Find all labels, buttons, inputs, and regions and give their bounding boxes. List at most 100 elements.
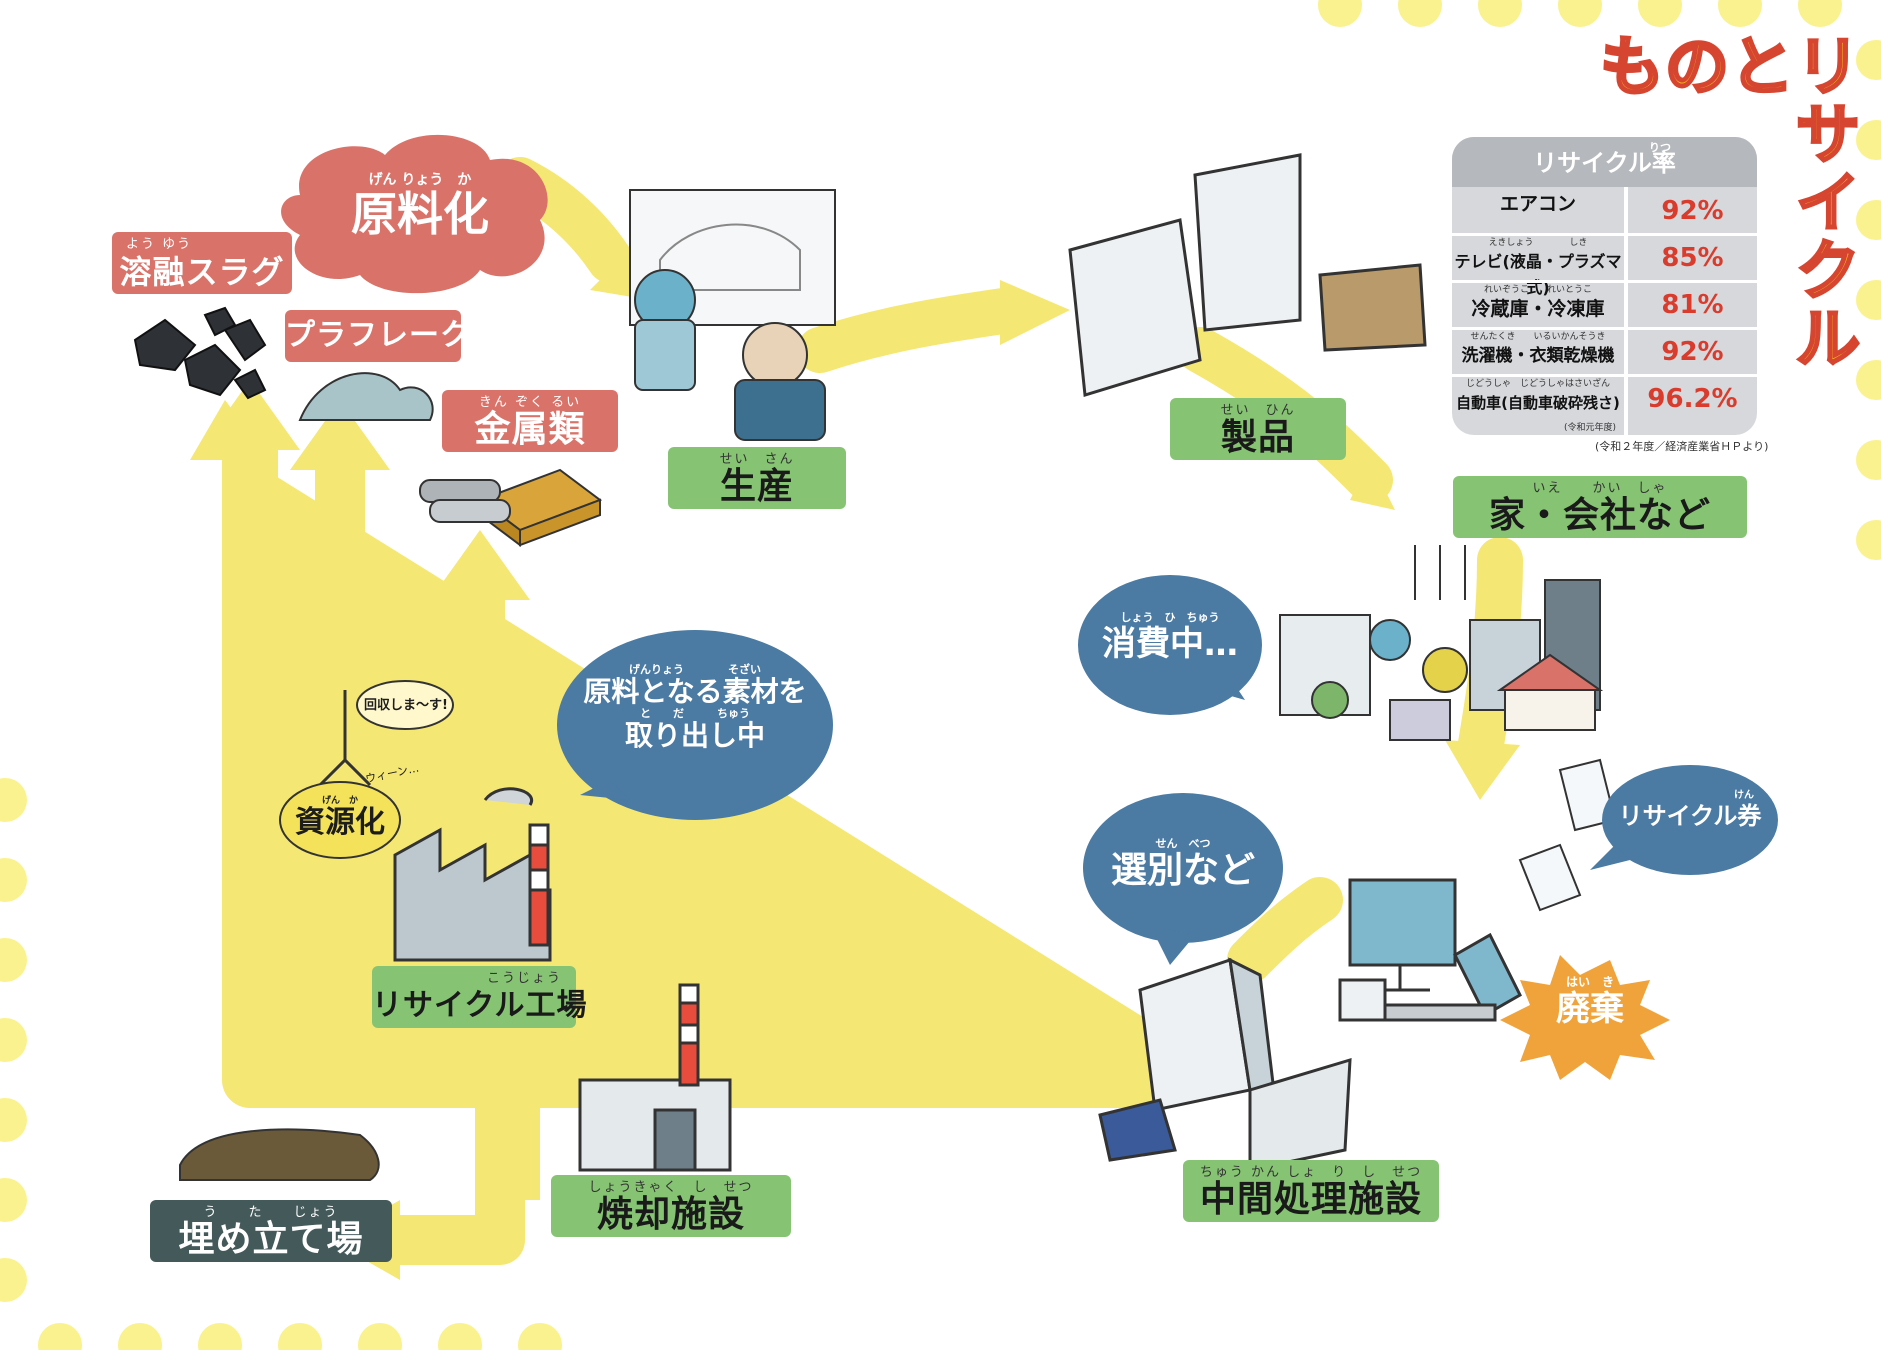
label-text: リサイクル工場 (372, 988, 588, 1023)
bubble-genryou-shape (557, 630, 833, 820)
label-ruby: こうじょう (486, 971, 562, 986)
label-chuukan-shori: ちゅう かん しょ り し せつ 中間処理施設 (1183, 1160, 1439, 1222)
label-haiki: はい き 廃棄 (1535, 975, 1645, 1029)
title-char: の (1664, 31, 1731, 105)
label-ruby: げん りょう か (368, 172, 472, 188)
bubble-text: リサイクル券 (1618, 802, 1762, 830)
crane-claw-illustration (318, 690, 372, 787)
title-char: サ (1795, 99, 1862, 173)
bubble-shigen-shape (279, 781, 401, 859)
decorative-dots-top (1318, 0, 1881, 560)
label-text: 焼却施設 (596, 1194, 745, 1235)
intermediate-facility-illustration (1098, 957, 1352, 1172)
table-row-item: れいぞうこ れいとうこ 冷蔵庫・冷凍庫 (1452, 283, 1624, 327)
table-row-value: 96.2% (1647, 384, 1738, 414)
label-ruby: せい ひん (1220, 403, 1296, 418)
bubble-kaishuu: 回収しま～す! (364, 698, 448, 713)
table-row-value: 92% (1661, 196, 1724, 226)
label-genryouka: げん りょう か 原料化 (330, 172, 510, 240)
bubble-ruby: げん か (321, 796, 358, 806)
recycle-ticket-illustration (1518, 758, 1617, 912)
table-sub-note: (令和元年度) (1564, 423, 1617, 433)
table-row-ruby: じどうしゃ じどうしゃはさいざん (1465, 379, 1610, 389)
bubble-text: 消費中… (1102, 624, 1238, 664)
title-char: と (1729, 31, 1796, 105)
table-source-note: (令和２年度／経済産業省ＨＰより) (1595, 440, 1769, 453)
table-header: りつ リサイクル率 (1452, 137, 1757, 187)
label-ruby: きん ぞく るい (478, 395, 582, 410)
label-youyuu-slag: よう ゆう 溶融スラグ (112, 232, 292, 294)
table-row: えきしょう しき テレビ(液晶・プラズマ式) 85% (1452, 236, 1757, 297)
title-char: も (1599, 31, 1666, 105)
bubble-text: 資源化 (295, 805, 385, 840)
label-text: 埋め立て場 (178, 1219, 364, 1260)
slag-rocks-illustration (133, 306, 267, 400)
table-row-name: 自動車(自動車破砕残さ) (1456, 394, 1620, 412)
table-row-name: エアコン (1499, 193, 1576, 215)
bubble-senbetsu-shape (1083, 793, 1283, 943)
appliances-illustration (1068, 153, 1427, 397)
title-char: ル (1795, 303, 1862, 377)
bubble-senbetsu: せん べつ 選別など (1093, 838, 1273, 892)
table-row: れいぞうこ れいとうこ 冷蔵庫・冷凍庫 81% (1452, 283, 1757, 327)
decorative-dots-bottom (0, 778, 562, 1350)
recycle-rate-table: りつ リサイクル率 エアコン 92% えきしょう しき テレビ(液晶・プラズマ式… (1452, 137, 1757, 435)
label-text: 生産 (719, 466, 794, 507)
bubble-kaishuu-shape (356, 680, 454, 730)
label-ruby: せい さん (719, 452, 795, 467)
bubble-ticket-shape (1602, 765, 1778, 875)
table-row-item: せんたくき いるいかんそうき 洗濯機・衣類乾燥機 (1452, 330, 1624, 374)
table-row-value: 92% (1661, 337, 1724, 367)
metal-ingots-illustration (419, 468, 603, 547)
table-row: せんたくき いるいかんそうき 洗濯機・衣類乾燥機 92% (1452, 330, 1757, 374)
genryouka-cloud-shape (281, 134, 548, 294)
label-kinzoku: きん ぞく るい 金属類 (442, 390, 618, 452)
haiki-burst-shape (1500, 955, 1670, 1080)
table-row-name: 冷蔵庫・冷凍庫 (1471, 298, 1605, 320)
title-char: イ (1795, 167, 1862, 241)
table-row-ruby: れいぞうこ れいとうこ (1483, 285, 1592, 295)
label-ruby: はい き (1565, 975, 1614, 989)
bubble-ruby: と だ ちゅう (640, 707, 750, 720)
label-ruby: いえ かい しゃ (1532, 481, 1668, 496)
landfill-soil-illustration (179, 1128, 380, 1181)
label-shoukyaku: しょうきゃく し せつ 焼却施設 (551, 1175, 791, 1237)
label-seisan: せい さん 生産 (668, 447, 846, 509)
title-char: ク (1795, 235, 1862, 309)
label-ruby: ちゅう かん しょ り し せつ (1199, 1165, 1423, 1180)
table-row-ruby: せんたくき いるいかんそうき (1470, 332, 1606, 342)
label-seihin: せい ひん 製品 (1170, 398, 1346, 460)
label-text: 廃棄 (1556, 989, 1624, 1029)
label-text: 製品 (1220, 417, 1295, 458)
bubble-line: 原料となる素材を (583, 675, 807, 708)
label-plastic-flake: プラフレーク (285, 310, 471, 362)
label-text: 溶融スラグ (119, 253, 285, 291)
label-text: 金属類 (474, 409, 586, 450)
speech-bubbles (557, 575, 1778, 965)
bubble-shouhi-shape (1078, 575, 1262, 715)
title-char: リ (1795, 31, 1862, 105)
incinerator-illustration (578, 983, 732, 1172)
table-header-ruby: りつ (1648, 141, 1671, 154)
bubble-ruby: せん べつ (1155, 837, 1211, 850)
label-ruby: しょうきゃく し せつ (588, 1180, 754, 1195)
bubble-ruby: げんりょう そざい (629, 663, 761, 676)
label-ie-kaisha: いえ かい しゃ 家・会社など (1453, 476, 1747, 538)
label-ruby: う た じょう (203, 1205, 339, 1220)
table-row-ruby: えきしょう しき (1488, 238, 1588, 248)
bubble-recycle-ticket: けん リサイクル券 (1610, 790, 1770, 831)
table-row: エアコン 92% (1452, 189, 1757, 233)
table-row-item: じどうしゃ じどうしゃはさいざん 自動車(自動車破砕残さ) (1452, 377, 1624, 421)
homes-offices-illustration (1279, 545, 1604, 741)
label-recycle-factory: こうじょう リサイクル工場 (372, 966, 588, 1028)
label-text: 家・会社など (1488, 495, 1711, 536)
table-row-item: エアコン (1452, 189, 1624, 233)
label-text: 原料化 (351, 187, 489, 241)
waste-electronics-illustration (1338, 878, 1522, 1022)
label-text: プラフレーク (285, 318, 471, 353)
bubble-ruby: けん (1734, 790, 1754, 801)
production-illustration (629, 189, 836, 441)
bubble-ruby: しょう ひ ちゅう (1120, 611, 1220, 624)
plastic-flake-pile-illustration (298, 372, 434, 421)
